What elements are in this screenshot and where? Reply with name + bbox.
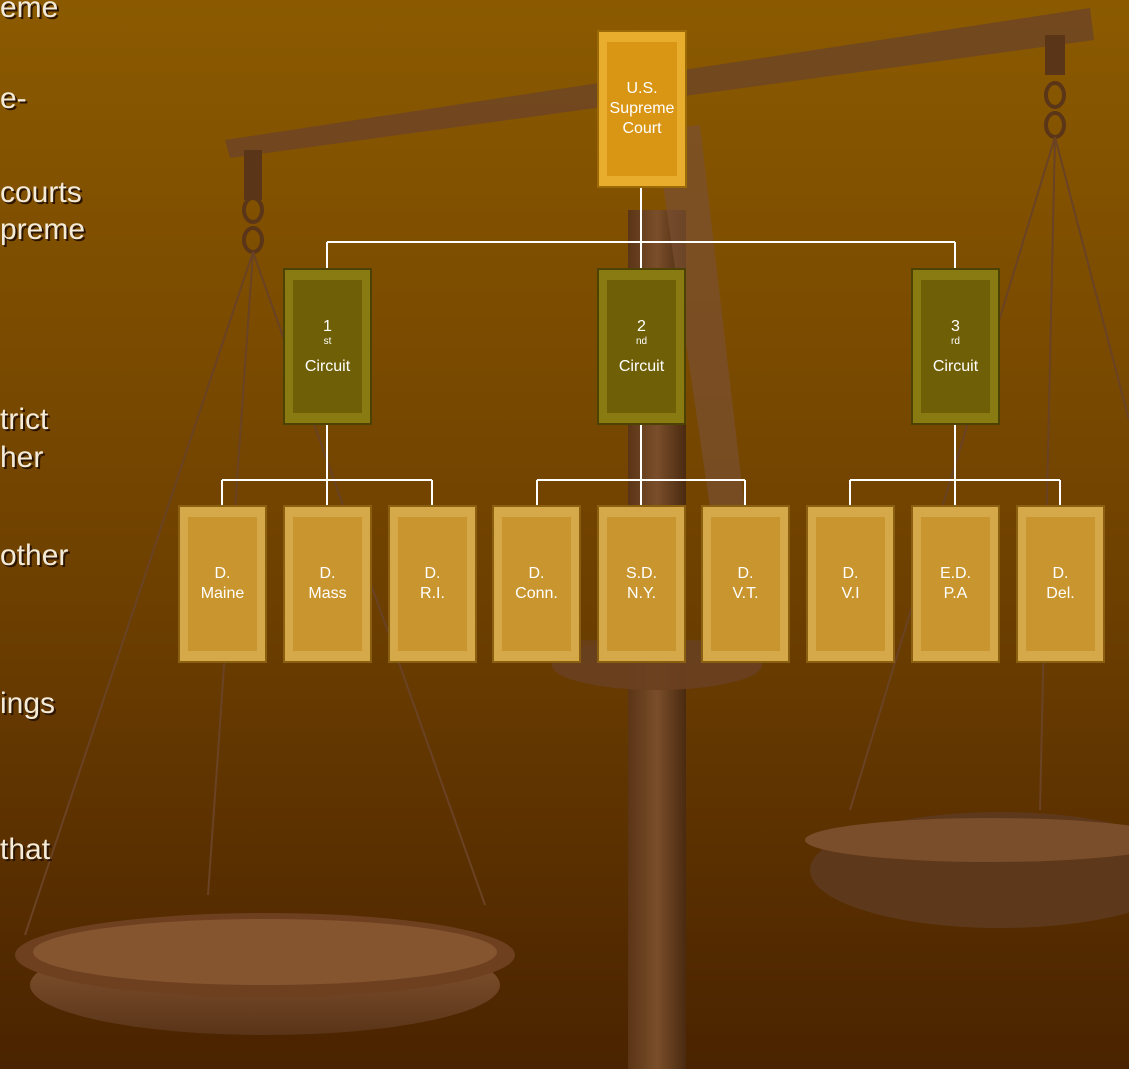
district-box: D. Conn. [492,505,581,663]
slide-text-fragment: that [0,833,51,866]
org-chart-connectors [221,188,1061,506]
slide-text-fragment: e- [0,82,27,115]
district-box: D. Maine [178,505,267,663]
district-label: S.D. N.Y. [625,565,658,602]
district-label: D. R.I. [420,565,445,602]
district-box: E.D. P.A [911,505,1000,663]
district-box: D. Mass [283,505,372,663]
district-label: D. V.T. [732,565,759,602]
district-box: D. Del. [1016,505,1105,663]
district-label: D. Maine [200,565,245,602]
slide-text-fragment: courts [0,176,82,209]
district-box: D. V.I [806,505,895,663]
district-box: S.D. N.Y. [597,505,686,663]
slide-text-fragment: preme [0,213,86,246]
slide-text-fragment: her [0,441,44,474]
district-box: D. V.T. [701,505,790,663]
slide-text-fragment: trict [0,403,49,436]
supreme-court-box: U.S. Supreme Court [597,30,687,188]
district-label: D. Conn. [515,565,558,602]
slide-text-fragment: eme [0,0,59,24]
slide-text-fragment: ings [0,687,56,720]
supreme-court-label: U.S. Supreme Court [609,80,675,137]
district-label: E.D. P.A [939,565,972,602]
slide-text-fragment: other [0,539,69,572]
district-label: D. Del. [1046,565,1075,602]
district-label: D. Mass [308,565,347,602]
district-label: D. V.I [841,565,860,602]
district-box: D. R.I. [388,505,477,663]
